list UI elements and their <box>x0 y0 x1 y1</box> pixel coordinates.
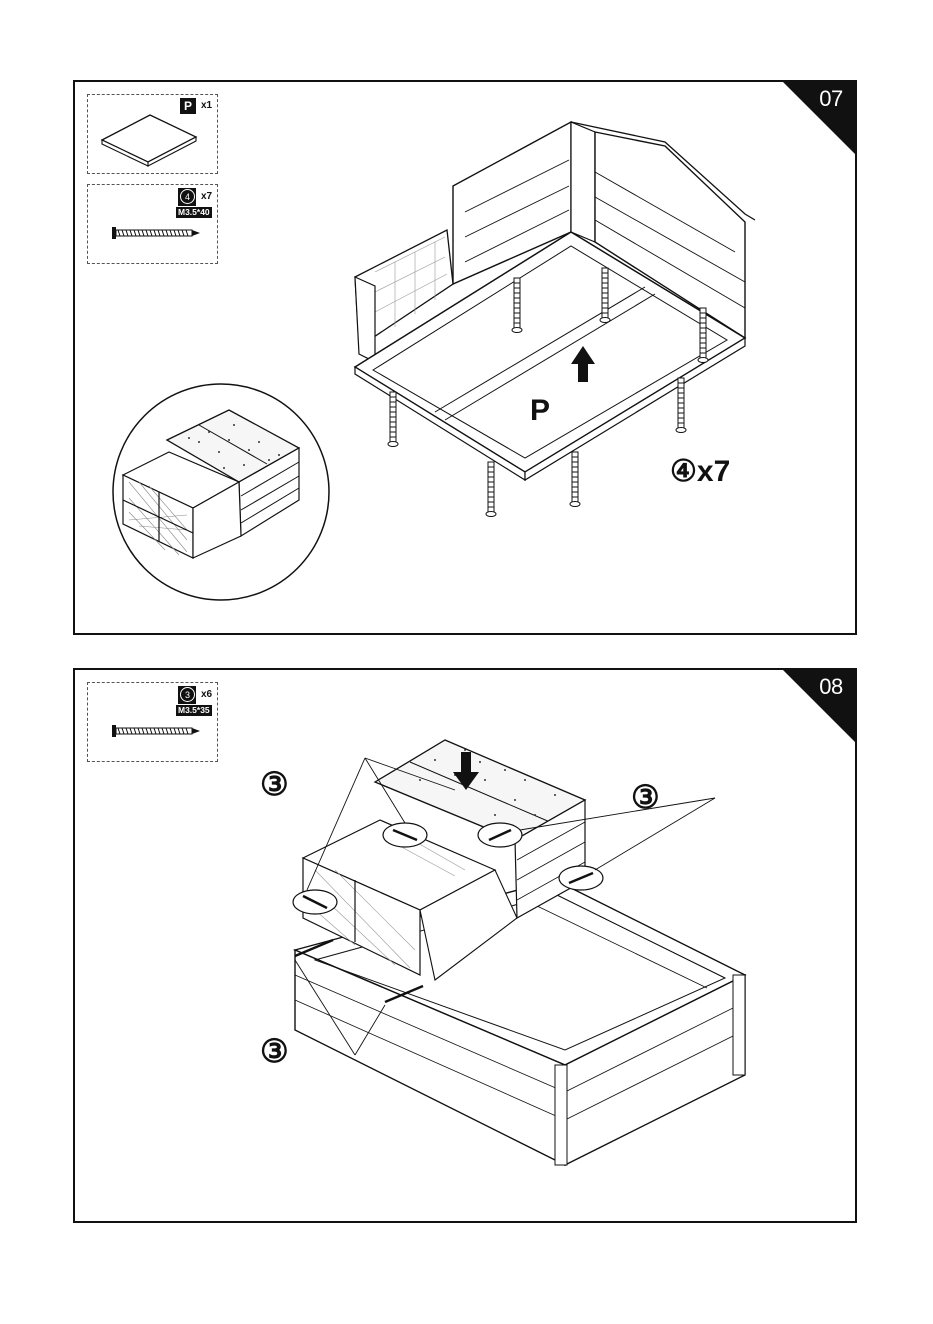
finished-hutch-preview <box>109 380 339 610</box>
screw-illustration <box>88 185 219 265</box>
panel-p-illustration <box>88 95 219 175</box>
base-assembly-illustration <box>335 102 855 572</box>
screw-callout-bottom: ③ <box>260 1032 289 1070</box>
part-p-label: P <box>530 394 550 428</box>
parts-box-panel-p: P x1 <box>87 94 218 174</box>
parts-box-screw-3: 3 x6 M3.5*35 <box>87 682 218 762</box>
screw-count-callout: ④x7 <box>670 454 730 489</box>
step-08-panel: 08 3 x6 M3.5*35 <box>73 668 857 1223</box>
step-07-panel: 07 P x1 4 x7 M3.5*40 <box>73 80 857 635</box>
screw-illustration <box>88 683 219 763</box>
step-number: 08 <box>811 674 851 700</box>
screw-callout-right: ③ <box>631 778 660 816</box>
screw-callout-left: ③ <box>260 765 289 803</box>
parts-box-screw-4: 4 x7 M3.5*40 <box>87 184 218 264</box>
hutch-mount-illustration <box>255 720 855 1190</box>
